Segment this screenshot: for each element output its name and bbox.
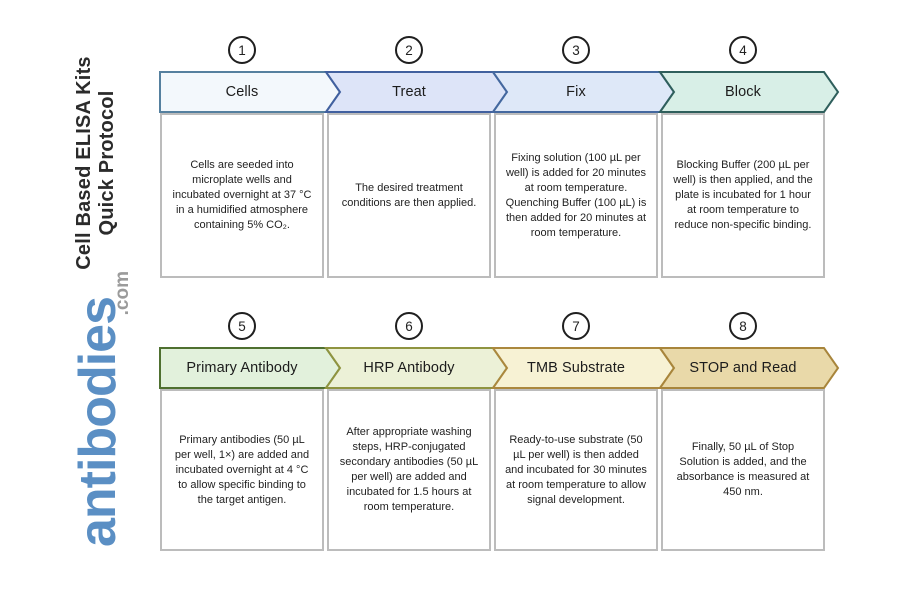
step-number-badge: 1 xyxy=(228,36,256,64)
step-number-badge: 2 xyxy=(395,36,423,64)
step-description-box: Cells are seeded into microplate wells a… xyxy=(160,113,324,278)
step-number-badge: 4 xyxy=(729,36,757,64)
step-description: Primary antibodies (50 µL per well, 1×) … xyxy=(174,433,310,506)
arrow-shape-stop-and-read xyxy=(658,347,840,389)
step-description: Ready-to-use substrate (50 µL per well) … xyxy=(505,433,647,506)
arrow-label-fix: Fix xyxy=(566,84,586,100)
step-number-badge: 5 xyxy=(228,312,256,340)
step-description: Cells are seeded into microplate wells a… xyxy=(172,159,312,231)
step-description-box: Blocking Buffer (200 µL per well) is the… xyxy=(661,113,825,278)
step-description: Fixing solution (100 µL per well) is add… xyxy=(505,151,647,239)
step-description: Finally, 50 µL of Stop Solution is added… xyxy=(676,441,810,498)
step-number: 6 xyxy=(405,318,413,334)
step-description-box: After appropriate washing steps, HRP-con… xyxy=(327,389,491,551)
arrow-label-block: Block xyxy=(725,84,761,100)
arrow-shape-block xyxy=(658,71,840,113)
arrow-label-primary-antibody: Primary Antibody xyxy=(186,360,298,376)
step-number: 2 xyxy=(405,42,413,58)
step-description-box: Fixing solution (100 µL per well) is add… xyxy=(494,113,658,278)
step-number: 3 xyxy=(572,42,580,58)
protocol-row-1: 1 2 3 4 Cells Treat Fix Block Cells are … xyxy=(0,36,900,286)
process-arrows-row-1 xyxy=(159,71,840,113)
step-number: 8 xyxy=(739,318,747,334)
step-number: 4 xyxy=(739,42,747,58)
arrow-label-stop-and-read: STOP and Read xyxy=(689,360,797,376)
step-number-badge: 8 xyxy=(729,312,757,340)
step-description-box: The desired treatment conditions are the… xyxy=(327,113,491,278)
step-description-box: Primary antibodies (50 µL per well, 1×) … xyxy=(160,389,324,551)
step-number: 7 xyxy=(572,318,580,334)
step-number: 1 xyxy=(238,42,246,58)
step-description: After appropriate washing steps, HRP-con… xyxy=(339,426,479,513)
process-arrows-row-2 xyxy=(159,347,840,389)
arrow-label-hrp-antibody: HRP Antibody xyxy=(363,360,455,376)
step-description-box: Ready-to-use substrate (50 µL per well) … xyxy=(494,389,658,551)
protocol-row-2: 5 6 7 8 Primary Antibody HRP Antibody TM… xyxy=(0,312,900,562)
arrow-label-treat: Treat xyxy=(392,84,426,100)
step-description: The desired treatment conditions are the… xyxy=(341,181,477,209)
step-number-badge: 3 xyxy=(562,36,590,64)
step-number-badge: 6 xyxy=(395,312,423,340)
arrow-label-cells: Cells xyxy=(225,84,259,100)
step-description-box: Finally, 50 µL of Stop Solution is added… xyxy=(661,389,825,551)
step-description: Blocking Buffer (200 µL per well) is the… xyxy=(673,159,813,231)
arrow-label-tmb-substrate: TMB Substrate xyxy=(527,360,625,376)
step-number-badge: 7 xyxy=(562,312,590,340)
step-number: 5 xyxy=(238,318,246,334)
